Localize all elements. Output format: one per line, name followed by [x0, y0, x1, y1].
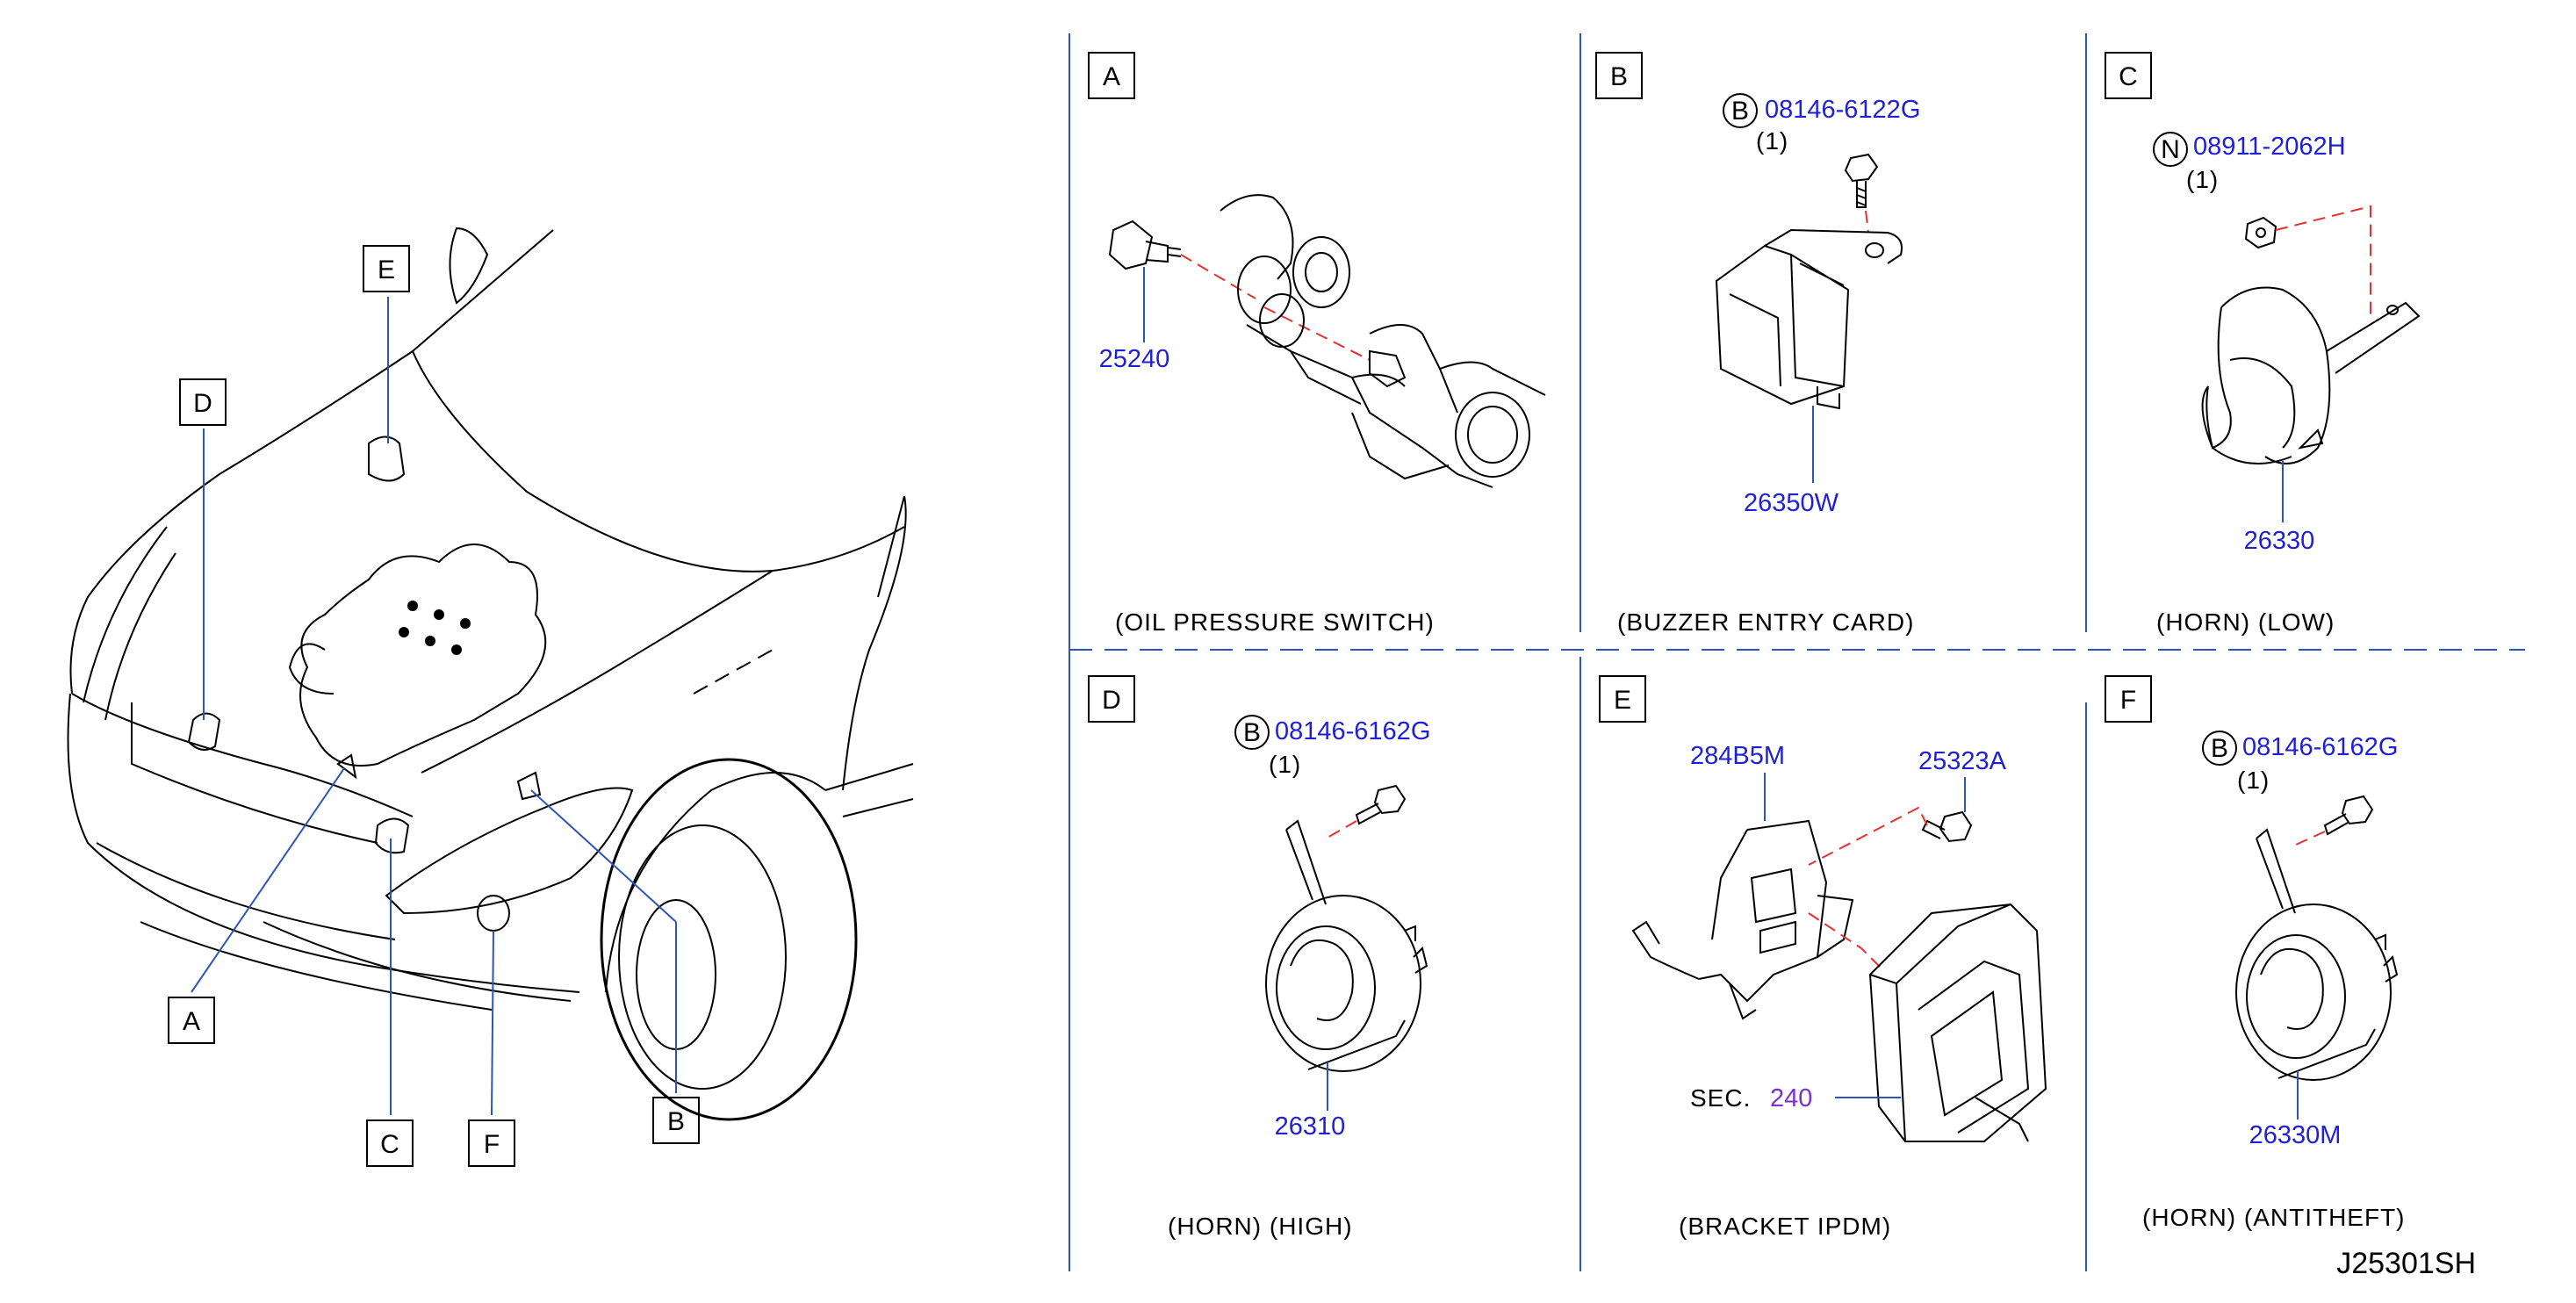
caption-horn-low: (HORN) (LOW) [2156, 608, 2335, 636]
panel-e-letter: E [1614, 686, 1631, 715]
panel-f-letter: F [2120, 686, 2136, 715]
bolt-badge-n: N [2153, 132, 2188, 167]
part-number-25323a[interactable]: 25323A [1918, 747, 2007, 775]
section-label: SEC. [1690, 1084, 1751, 1112]
callout-letter: E [378, 256, 395, 284]
buzzer-marker [368, 436, 406, 482]
horn-antitheft-marker [477, 895, 510, 932]
caption-horn-high: (HORN) (HIGH) [1168, 1213, 1353, 1240]
ipdm-marker [516, 771, 542, 801]
badge-letter: N [2161, 135, 2180, 164]
part-number-284b5m[interactable]: 284B5M [1690, 742, 1785, 770]
part-number-26310[interactable]: 26310 [1275, 1112, 1346, 1141]
callout-letter: B [667, 1107, 685, 1136]
badge-letter: B [1731, 97, 1749, 126]
part-number-26350w[interactable]: 26350W [1744, 489, 1839, 517]
caption-horn-antitheft: (HORN) (ANTITHEFT) [2142, 1204, 2406, 1231]
buzzer-part[interactable] [1715, 228, 1903, 410]
panel-grid [1069, 33, 2525, 1271]
panel-d: D B 08146-6162G (1) 26310 (HORN) (HIGH) [1088, 675, 1430, 1240]
panel-a: A 25240 (OIL PRESSURE SW [1088, 52, 1546, 636]
bolt-badge-b: B [1234, 715, 1270, 750]
panel-f: F B 08146-6162G (1) 26330M (HORN) (ANTIT… [2105, 675, 2406, 1231]
panel-e: E 284B5M 25323A SEC. 240 [1599, 675, 2047, 1240]
horn-high-part[interactable] [1265, 819, 1428, 1072]
callout-letter: A [183, 1007, 200, 1036]
panel-f-box [2105, 675, 2152, 723]
caption-buzzer-entry-card: (BUZZER ENTRY CARD) [1617, 608, 1914, 636]
panel-d-letter: D [1102, 686, 1121, 715]
part-number-08146-6122g[interactable]: 08146-6122G [1765, 96, 1920, 124]
callout-box-a[interactable]: A [168, 997, 215, 1044]
nut-quantity: (1) [2186, 166, 2219, 193]
car-front-illustration [67, 227, 914, 1121]
bolt-quantity: (1) [1269, 751, 1301, 778]
panel-d-box [1088, 675, 1135, 723]
callout-box-b[interactable]: B [652, 1097, 700, 1144]
part-number-25240[interactable]: 25240 [1099, 345, 1170, 373]
horn-high-marker [187, 712, 221, 751]
horn-low-marker [374, 817, 410, 854]
horn-antitheft-part[interactable] [2235, 828, 2399, 1081]
panel-a-box [1088, 52, 1135, 99]
ipdm-module-part[interactable] [1868, 903, 2047, 1142]
panel-b-letter: B [1610, 62, 1628, 91]
callout-letter: C [380, 1130, 399, 1159]
part-number-26330m[interactable]: 26330M [2249, 1121, 2342, 1149]
badge-letter: B [2211, 734, 2228, 763]
callout-box-d[interactable]: D [179, 378, 227, 426]
section-ref-240[interactable]: 240 [1770, 1084, 1812, 1112]
panel-b-box [1595, 52, 1643, 99]
oil-switch-marker [336, 753, 357, 780]
bolt-quantity: (1) [2237, 767, 2270, 794]
bolt-part[interactable] [2323, 795, 2374, 836]
callout-box-e[interactable]: E [363, 245, 410, 292]
callout-box-c[interactable]: C [366, 1119, 414, 1167]
bolt-part[interactable] [1355, 784, 1407, 825]
diagram-code: J25301SH [2336, 1247, 2476, 1280]
bolt-badge-b: B [2202, 731, 2237, 766]
callout-letter: F [484, 1130, 500, 1159]
caption-oil-pressure-switch: (OIL PRESSURE SWITCH) [1115, 608, 1435, 636]
bolt-part[interactable] [1844, 153, 1879, 208]
callout-box-f[interactable]: F [468, 1119, 515, 1167]
horn-low-part[interactable] [2201, 286, 2421, 464]
panel-c: C N 08911-2062H (1) 26330 (HORN) (LOW) [2105, 52, 2421, 636]
bolt-badge-b: B [1723, 93, 1758, 128]
panel-a-letter: A [1103, 62, 1120, 91]
panel-b: B B 08146-6122G (1) 26350W (BUZZER ENTRY… [1595, 52, 1920, 636]
panel-c-box [2105, 52, 2152, 99]
car-callout-leaders [191, 297, 677, 1116]
nut-part[interactable] [2244, 216, 2277, 249]
panel-c-letter: C [2119, 62, 2138, 91]
part-number-08911-2062h[interactable]: 08911-2062H [2193, 133, 2346, 161]
ipdm-bracket-part[interactable] [1631, 819, 1854, 1020]
part-number-08146-6162g[interactable]: 08146-6162G [2242, 733, 2398, 761]
engine-block-sketch [1220, 194, 1546, 488]
part-number-08146-6162g[interactable]: 08146-6162G [1275, 717, 1430, 745]
bolt-part[interactable] [1921, 810, 1973, 843]
caption-bracket-ipdm: (BRACKET IPDM) [1679, 1213, 1891, 1240]
bolt-quantity: (1) [1756, 127, 1788, 155]
oil-pressure-switch-part[interactable] [1108, 220, 1182, 270]
panel-e-box [1599, 675, 1646, 723]
callout-letter: D [193, 389, 212, 418]
badge-letter: B [1243, 718, 1261, 747]
part-number-26330[interactable]: 26330 [2244, 527, 2315, 555]
